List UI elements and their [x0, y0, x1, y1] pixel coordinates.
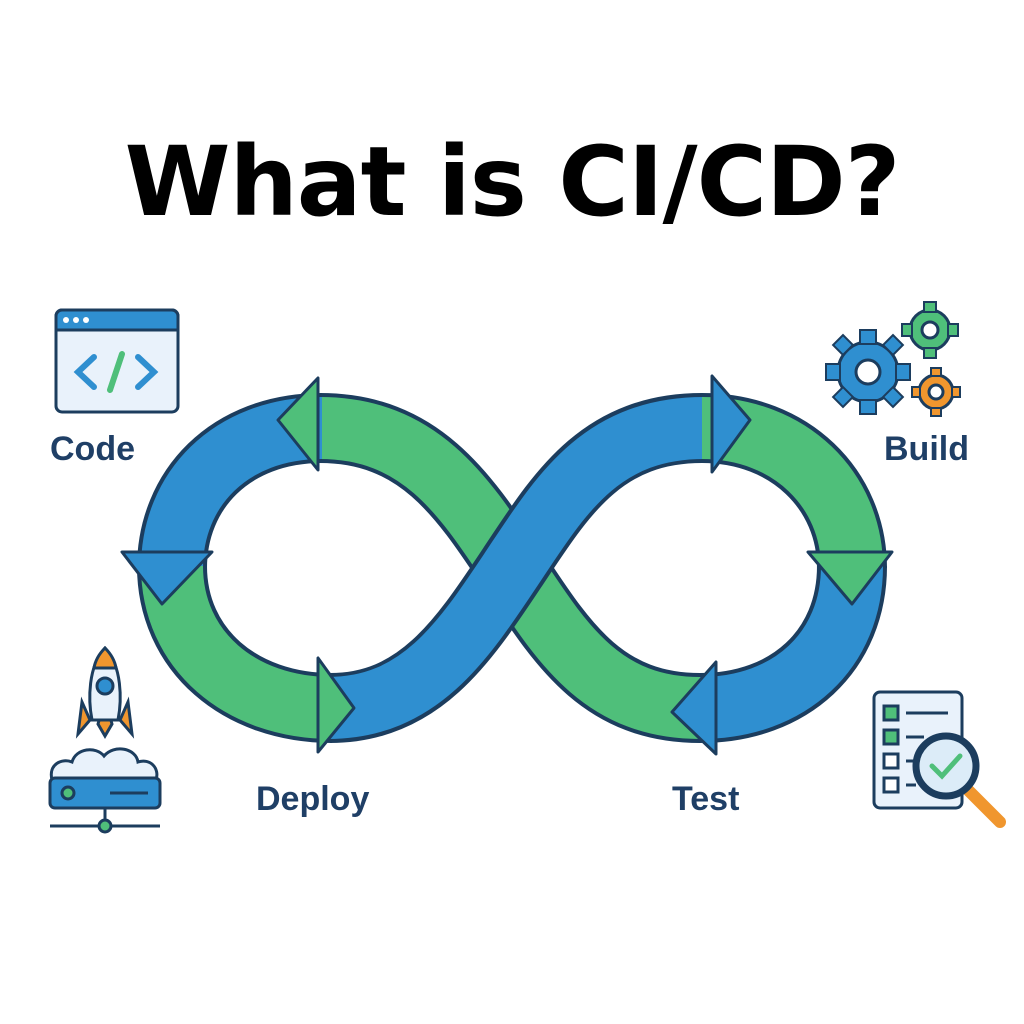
stage-label-deploy: Deploy [256, 780, 370, 818]
arrowhead-left-top-left [276, 376, 320, 472]
arrowhead-right-top-right [710, 374, 752, 474]
rocket-server-icon [48, 645, 162, 834]
checklist-magnifier-icon [872, 690, 1006, 828]
arrowhead-down-left [120, 550, 214, 606]
code-window-icon [54, 308, 180, 414]
arrowhead-left-bottom-right [670, 660, 718, 756]
loop-segment-test [698, 564, 887, 743]
page-title: What is CI/CD? [124, 126, 901, 238]
stage-label-test: Test [672, 780, 740, 818]
loop-segment-deploy [137, 564, 334, 743]
gears-icon [825, 301, 961, 417]
arrowhead-down-right [806, 550, 894, 606]
arrowhead-right-bottom-left [316, 656, 356, 754]
stage-label-build: Build [884, 430, 969, 468]
stage-label-code: Code [50, 430, 135, 468]
loop-segment-deploy-to-build [326, 393, 705, 743]
